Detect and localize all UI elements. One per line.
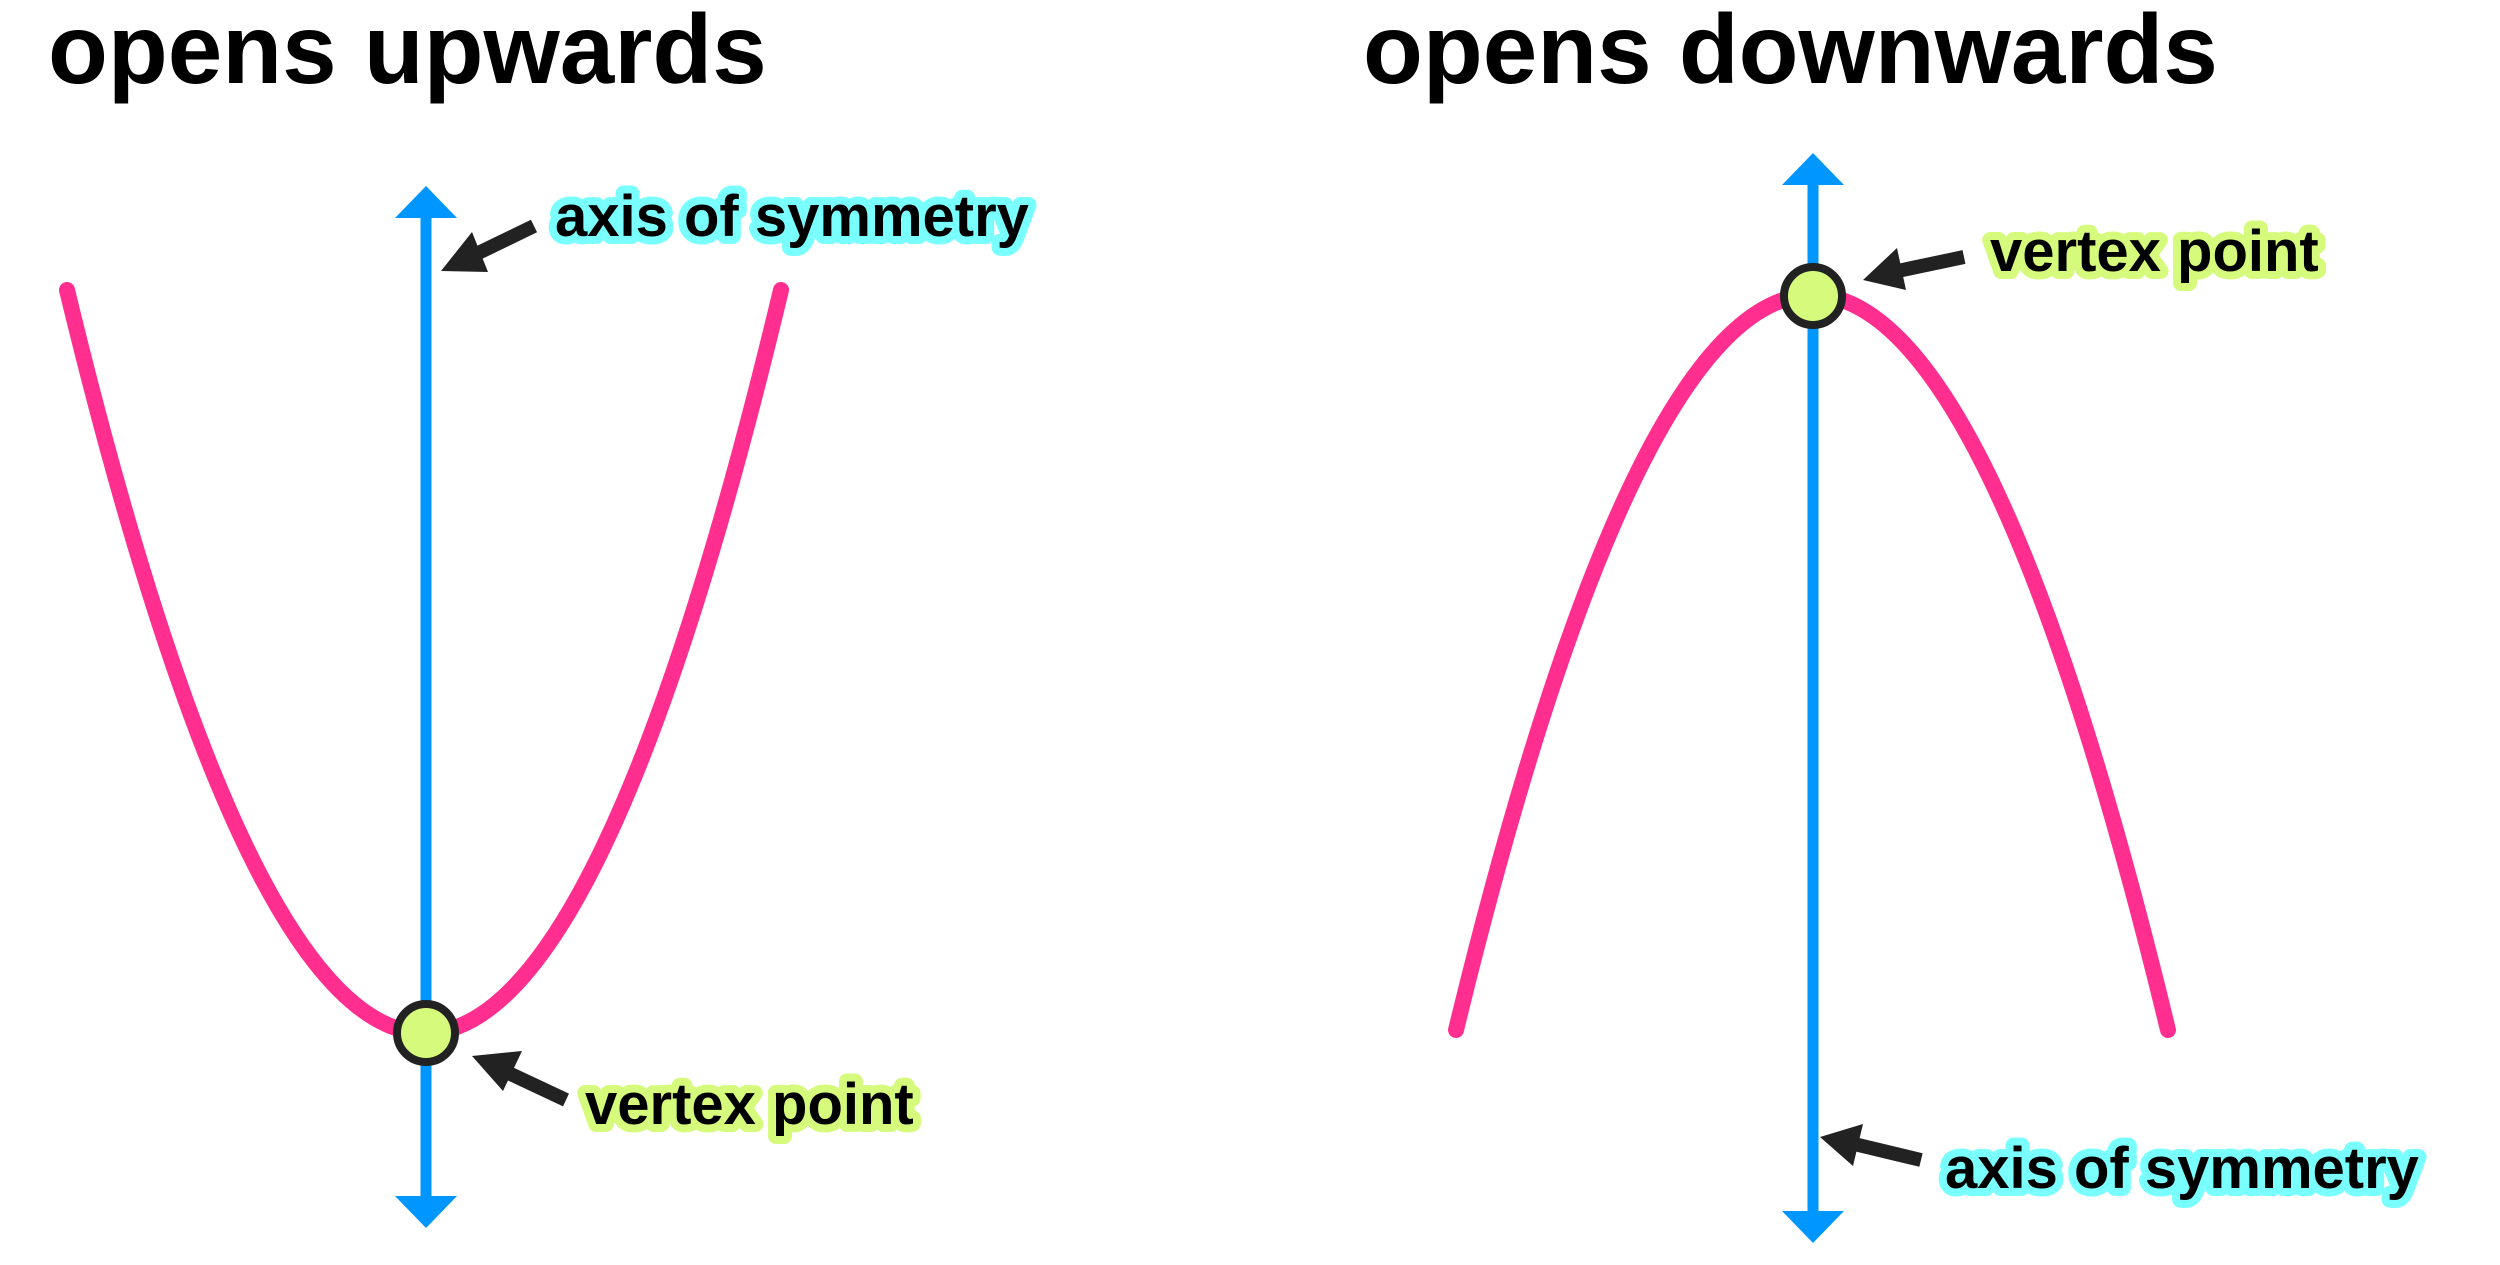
vertex-point (393, 1000, 459, 1066)
pointer-arrow-icon (441, 219, 538, 272)
vertex-point-label: vertex point (585, 1072, 914, 1137)
pointer-arrow-icon (472, 1051, 569, 1107)
panel-title: opens upwards (48, 0, 767, 104)
panel-opens-upwards: opens upwards axis of symmetry vertex po… (48, 0, 1037, 1228)
panel-opens-downwards: opens downwards vertex point axis of sym… (1363, 0, 2427, 1243)
axis-of-symmetry-line (1782, 153, 1844, 1243)
arrow-up-icon (1782, 153, 1844, 185)
axis-of-symmetry-label: axis of symmetry (555, 184, 1029, 249)
pointer-arrow-icon (1863, 248, 1966, 290)
axis-of-symmetry-line (395, 186, 457, 1228)
arrow-down-icon (1782, 1211, 1844, 1243)
axis-of-symmetry-label: axis of symmetry (1945, 1136, 2419, 1201)
panel-title: opens downwards (1363, 0, 2218, 104)
pointer-arrow-icon (1820, 1124, 1923, 1167)
vertex-point-label: vertex point (1990, 219, 2319, 284)
arrow-up-icon (395, 186, 457, 218)
arrow-down-icon (395, 1196, 457, 1228)
vertex-point (1780, 263, 1846, 329)
